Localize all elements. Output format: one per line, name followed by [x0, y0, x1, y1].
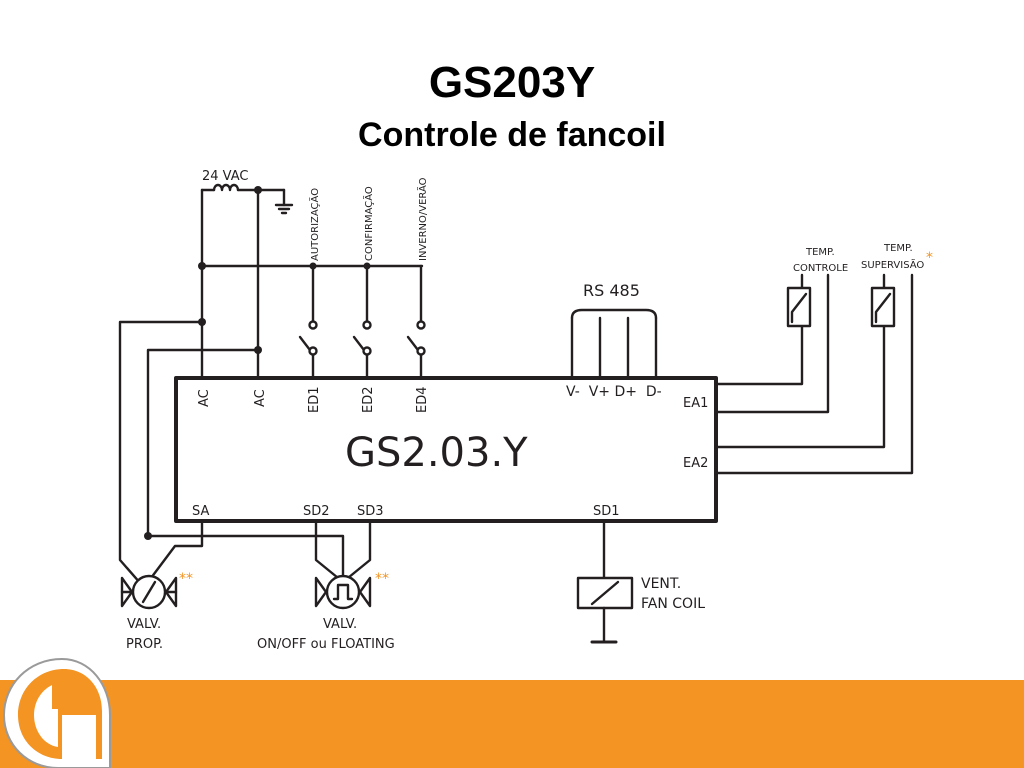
valve-onoff-marker: ** — [375, 571, 389, 587]
device-label: GS2.03.Y — [345, 430, 528, 476]
fan-relay-icon — [576, 576, 634, 644]
terminal-sd2: SD2 — [303, 504, 330, 519]
terminal-ac-1: AC — [197, 389, 212, 407]
terminal-ed2: ED2 — [361, 387, 376, 414]
valve-prop-label-1: VALV. — [127, 617, 161, 632]
valve-prop-label-2: PROP. — [126, 637, 163, 652]
valve-prop-supply-wire — [118, 320, 204, 594]
supply-label: 24 VAC — [202, 169, 248, 184]
ea1-label: EA1 — [683, 396, 708, 411]
terminal-sd1: SD1 — [593, 504, 620, 519]
company-logo — [2, 657, 111, 768]
device-box — [174, 376, 718, 523]
valve-prop-marker: ** — [179, 571, 193, 587]
valve-onoff-label-2: ON/OFF ou FLOATING — [257, 637, 395, 652]
valve-prop-icon — [120, 574, 178, 610]
rs485-label: RS 485 — [583, 281, 640, 300]
sensor-supervision-label-1: TEMP. — [883, 243, 913, 254]
sensor-supervision-marker: * — [926, 250, 933, 266]
sa-output-wire — [146, 519, 204, 584]
thermistor-supervision-icon — [870, 286, 896, 328]
input-label-autorizacao: AUTORIZAÇÃO — [308, 188, 321, 261]
rs485-bus — [570, 308, 658, 380]
slide-title: GS203Y — [428, 58, 596, 107]
rs485-terminals: V- V+ D+ D- — [566, 384, 662, 400]
junction-dots — [144, 186, 371, 540]
fan-label-2: FAN COIL — [641, 596, 705, 612]
footer-accent-bar — [0, 680, 1024, 768]
valve-onoff-icon — [314, 574, 372, 610]
valve-onoff-label-1: VALV. — [323, 617, 357, 632]
ea1-wire-b — [714, 273, 830, 414]
fan-label-1: VENT. — [641, 576, 681, 592]
sensor-supervision-label-2: SUPERVISÃO — [861, 258, 924, 271]
ea2-wire-b — [714, 273, 914, 475]
sensor-control-label-2: CONTROLE — [793, 263, 848, 274]
terminal-sd3: SD3 — [357, 504, 384, 519]
sd2-output-wire — [314, 519, 345, 584]
ea2-wire-a — [714, 273, 886, 449]
sensor-control-label-1: TEMP. — [805, 247, 835, 258]
terminal-ed4: ED4 — [415, 387, 430, 414]
terminal-ac-2: AC — [253, 389, 268, 407]
input-label-inverno-verao: INVERNO/VERÃO — [416, 177, 429, 261]
thermistor-control-icon — [786, 286, 812, 328]
slide-subtitle: Controle de fancoil — [358, 116, 666, 154]
input-label-confirmacao: CONFIRMAÇÃO — [362, 186, 375, 261]
terminal-ed1: ED1 — [307, 387, 322, 414]
ea2-label: EA2 — [683, 456, 708, 471]
terminal-sa: SA — [192, 504, 209, 519]
sd3-output-wire — [341, 519, 372, 584]
